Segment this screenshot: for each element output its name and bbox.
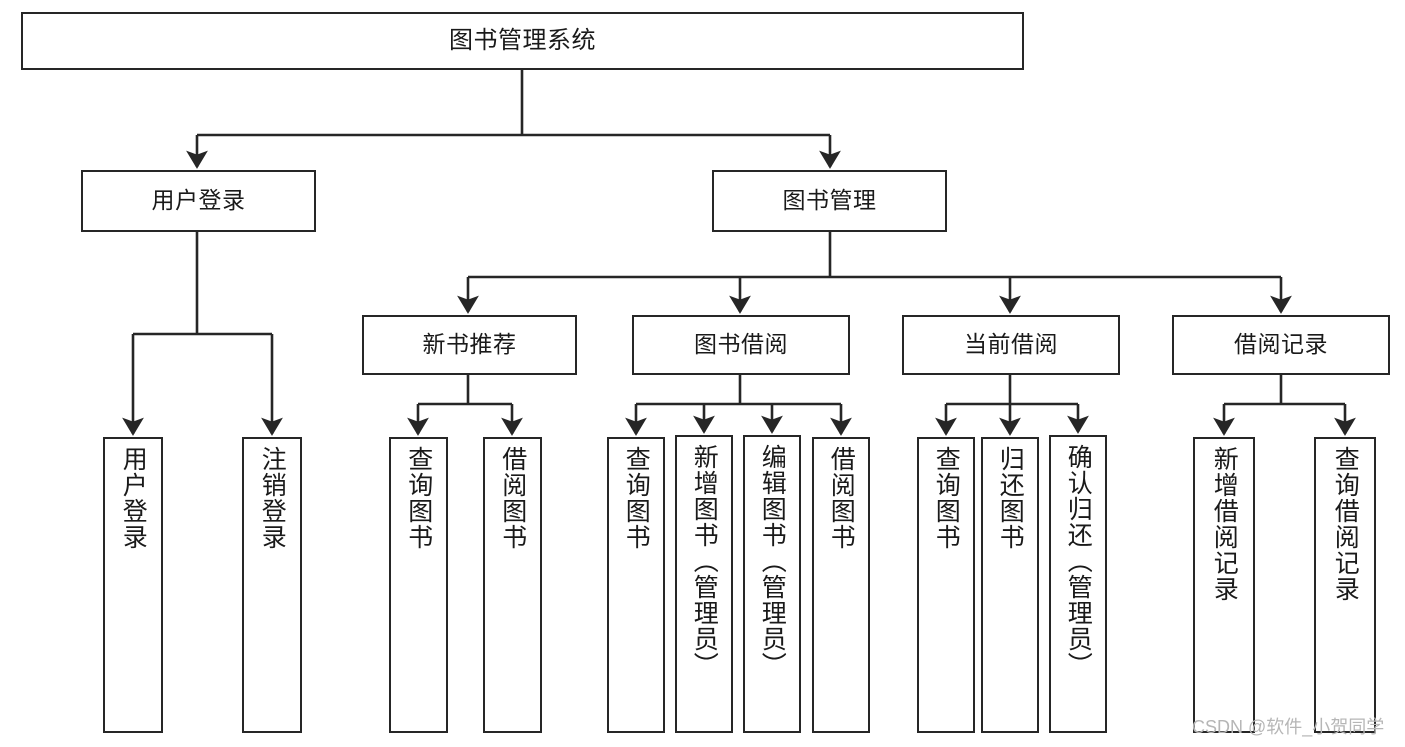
node-leaf-user-login-label: 用户登录	[119, 446, 148, 550]
node-leaf-return-book-label: 归还图书	[996, 446, 1025, 550]
node-leaf-query-book-3-label: 查询图书	[932, 446, 961, 550]
node-leaf-borrow-book-2[interactable]: 借阅图书	[812, 437, 870, 733]
node-leaf-edit-book-label: 编辑图书（管理员）	[758, 444, 787, 678]
node-current-borrow[interactable]: 当前借阅	[902, 315, 1120, 375]
node-leaf-query-record-label: 查询借阅记录	[1331, 446, 1360, 602]
node-book-borrow-label: 图书借阅	[694, 331, 788, 358]
node-root-label: 图书管理系统	[449, 26, 596, 54]
node-leaf-add-record-label: 新增借阅记录	[1210, 446, 1239, 602]
node-leaf-query-book-1[interactable]: 查询图书	[389, 437, 448, 733]
node-leaf-query-book-2-label: 查询图书	[622, 446, 651, 550]
node-new-book-rec-label: 新书推荐	[422, 331, 517, 358]
node-leaf-query-book-2[interactable]: 查询图书	[607, 437, 665, 733]
node-user-login[interactable]: 用户登录	[81, 170, 316, 232]
node-leaf-add-record[interactable]: 新增借阅记录	[1193, 437, 1255, 733]
node-leaf-edit-book[interactable]: 编辑图书（管理员）	[743, 435, 801, 733]
node-leaf-add-book[interactable]: 新增图书（管理员）	[675, 435, 733, 733]
node-book-manage[interactable]: 图书管理	[712, 170, 947, 232]
node-leaf-borrow-book-2-label: 借阅图书	[827, 446, 856, 550]
node-leaf-logout-label: 注销登录	[258, 446, 287, 550]
node-current-borrow-label: 当前借阅	[964, 331, 1058, 358]
node-new-book-rec[interactable]: 新书推荐	[362, 315, 577, 375]
node-leaf-query-book-3[interactable]: 查询图书	[917, 437, 975, 733]
node-leaf-query-book-1-label: 查询图书	[404, 446, 433, 550]
node-leaf-query-record[interactable]: 查询借阅记录	[1314, 437, 1376, 733]
node-leaf-add-book-label: 新增图书（管理员）	[690, 444, 719, 678]
csdn-watermark: CSDN @软件_小贺同学	[1192, 717, 1385, 737]
node-leaf-borrow-book-1-label: 借阅图书	[498, 446, 527, 550]
node-borrow-record-label: 借阅记录	[1234, 331, 1328, 358]
node-user-login-label: 用户登录	[151, 187, 246, 214]
node-leaf-confirm-return[interactable]: 确认归还（管理员）	[1049, 435, 1107, 733]
node-leaf-user-login[interactable]: 用户登录	[103, 437, 163, 733]
node-leaf-logout[interactable]: 注销登录	[242, 437, 302, 733]
node-borrow-record[interactable]: 借阅记录	[1172, 315, 1390, 375]
node-book-manage-label: 图书管理	[782, 187, 877, 214]
node-root[interactable]: 图书管理系统	[21, 12, 1024, 70]
node-leaf-borrow-book-1[interactable]: 借阅图书	[483, 437, 542, 733]
node-leaf-confirm-return-label: 确认归还（管理员）	[1064, 444, 1093, 678]
node-leaf-return-book[interactable]: 归还图书	[981, 437, 1039, 733]
node-book-borrow[interactable]: 图书借阅	[632, 315, 850, 375]
